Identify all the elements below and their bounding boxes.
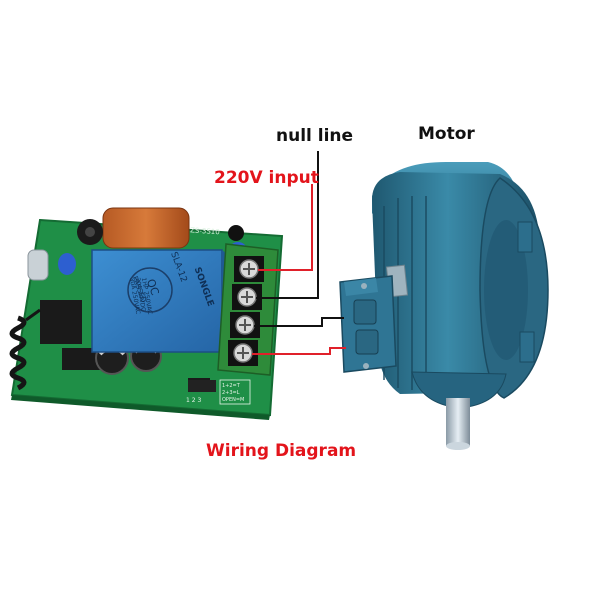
jumper-mode-2: 2+3=L: [222, 390, 240, 396]
motor-label: Motor: [418, 124, 475, 144]
input-220v-label: 220V input: [214, 168, 319, 188]
null-line-label: null line: [276, 126, 354, 146]
wiring: [252, 151, 346, 355]
jumper-mode-3: OPEN=M: [222, 397, 244, 403]
terminal-screw-4: [228, 340, 258, 366]
motor-lug: [517, 221, 533, 253]
crystal: [27, 249, 49, 281]
wire-motor-black: [254, 317, 344, 327]
wire-220v-input: [258, 184, 313, 271]
terminal-box-screw: [363, 363, 369, 369]
jumper-legend-box: [219, 379, 251, 405]
small-cap: [228, 225, 244, 241]
wiring-diagram-caption: Wiring Diagram: [206, 441, 357, 461]
board-silkscreen: ZS-3S10: [190, 226, 220, 236]
wire-null-line: [256, 151, 319, 299]
terminal-block: [217, 243, 279, 376]
x-capacitor: [102, 207, 190, 249]
ic-chip: [62, 348, 104, 370]
ic-chip: [40, 300, 82, 344]
motor-lug: [519, 331, 535, 363]
ceramic-capacitor: [58, 253, 76, 275]
jumper-mode-1: 1+2=T: [222, 383, 241, 389]
relay-qc-text: QC: [144, 277, 162, 297]
motor-shaft: [446, 398, 470, 446]
relay: QC PASSED SLA-12 SONGLE 30A 250VAC 30A 1…: [91, 249, 232, 358]
receiver-board: QC PASSED SLA-12 SONGLE 30A 250VAC 30A 1…: [9, 207, 284, 420]
antenna-coil: [9, 315, 27, 391]
pcb-edge: [11, 395, 270, 420]
wire-motor-red: [252, 347, 346, 355]
terminal-screw-1: [234, 256, 264, 282]
jumper-pins-label: 1 2 3: [186, 397, 201, 404]
motor: [339, 162, 549, 450]
jumper-header: [188, 380, 216, 392]
terminal-box-screw: [361, 283, 367, 289]
motor-terminal-box: [339, 275, 397, 373]
terminal-screw-2: [232, 284, 262, 310]
